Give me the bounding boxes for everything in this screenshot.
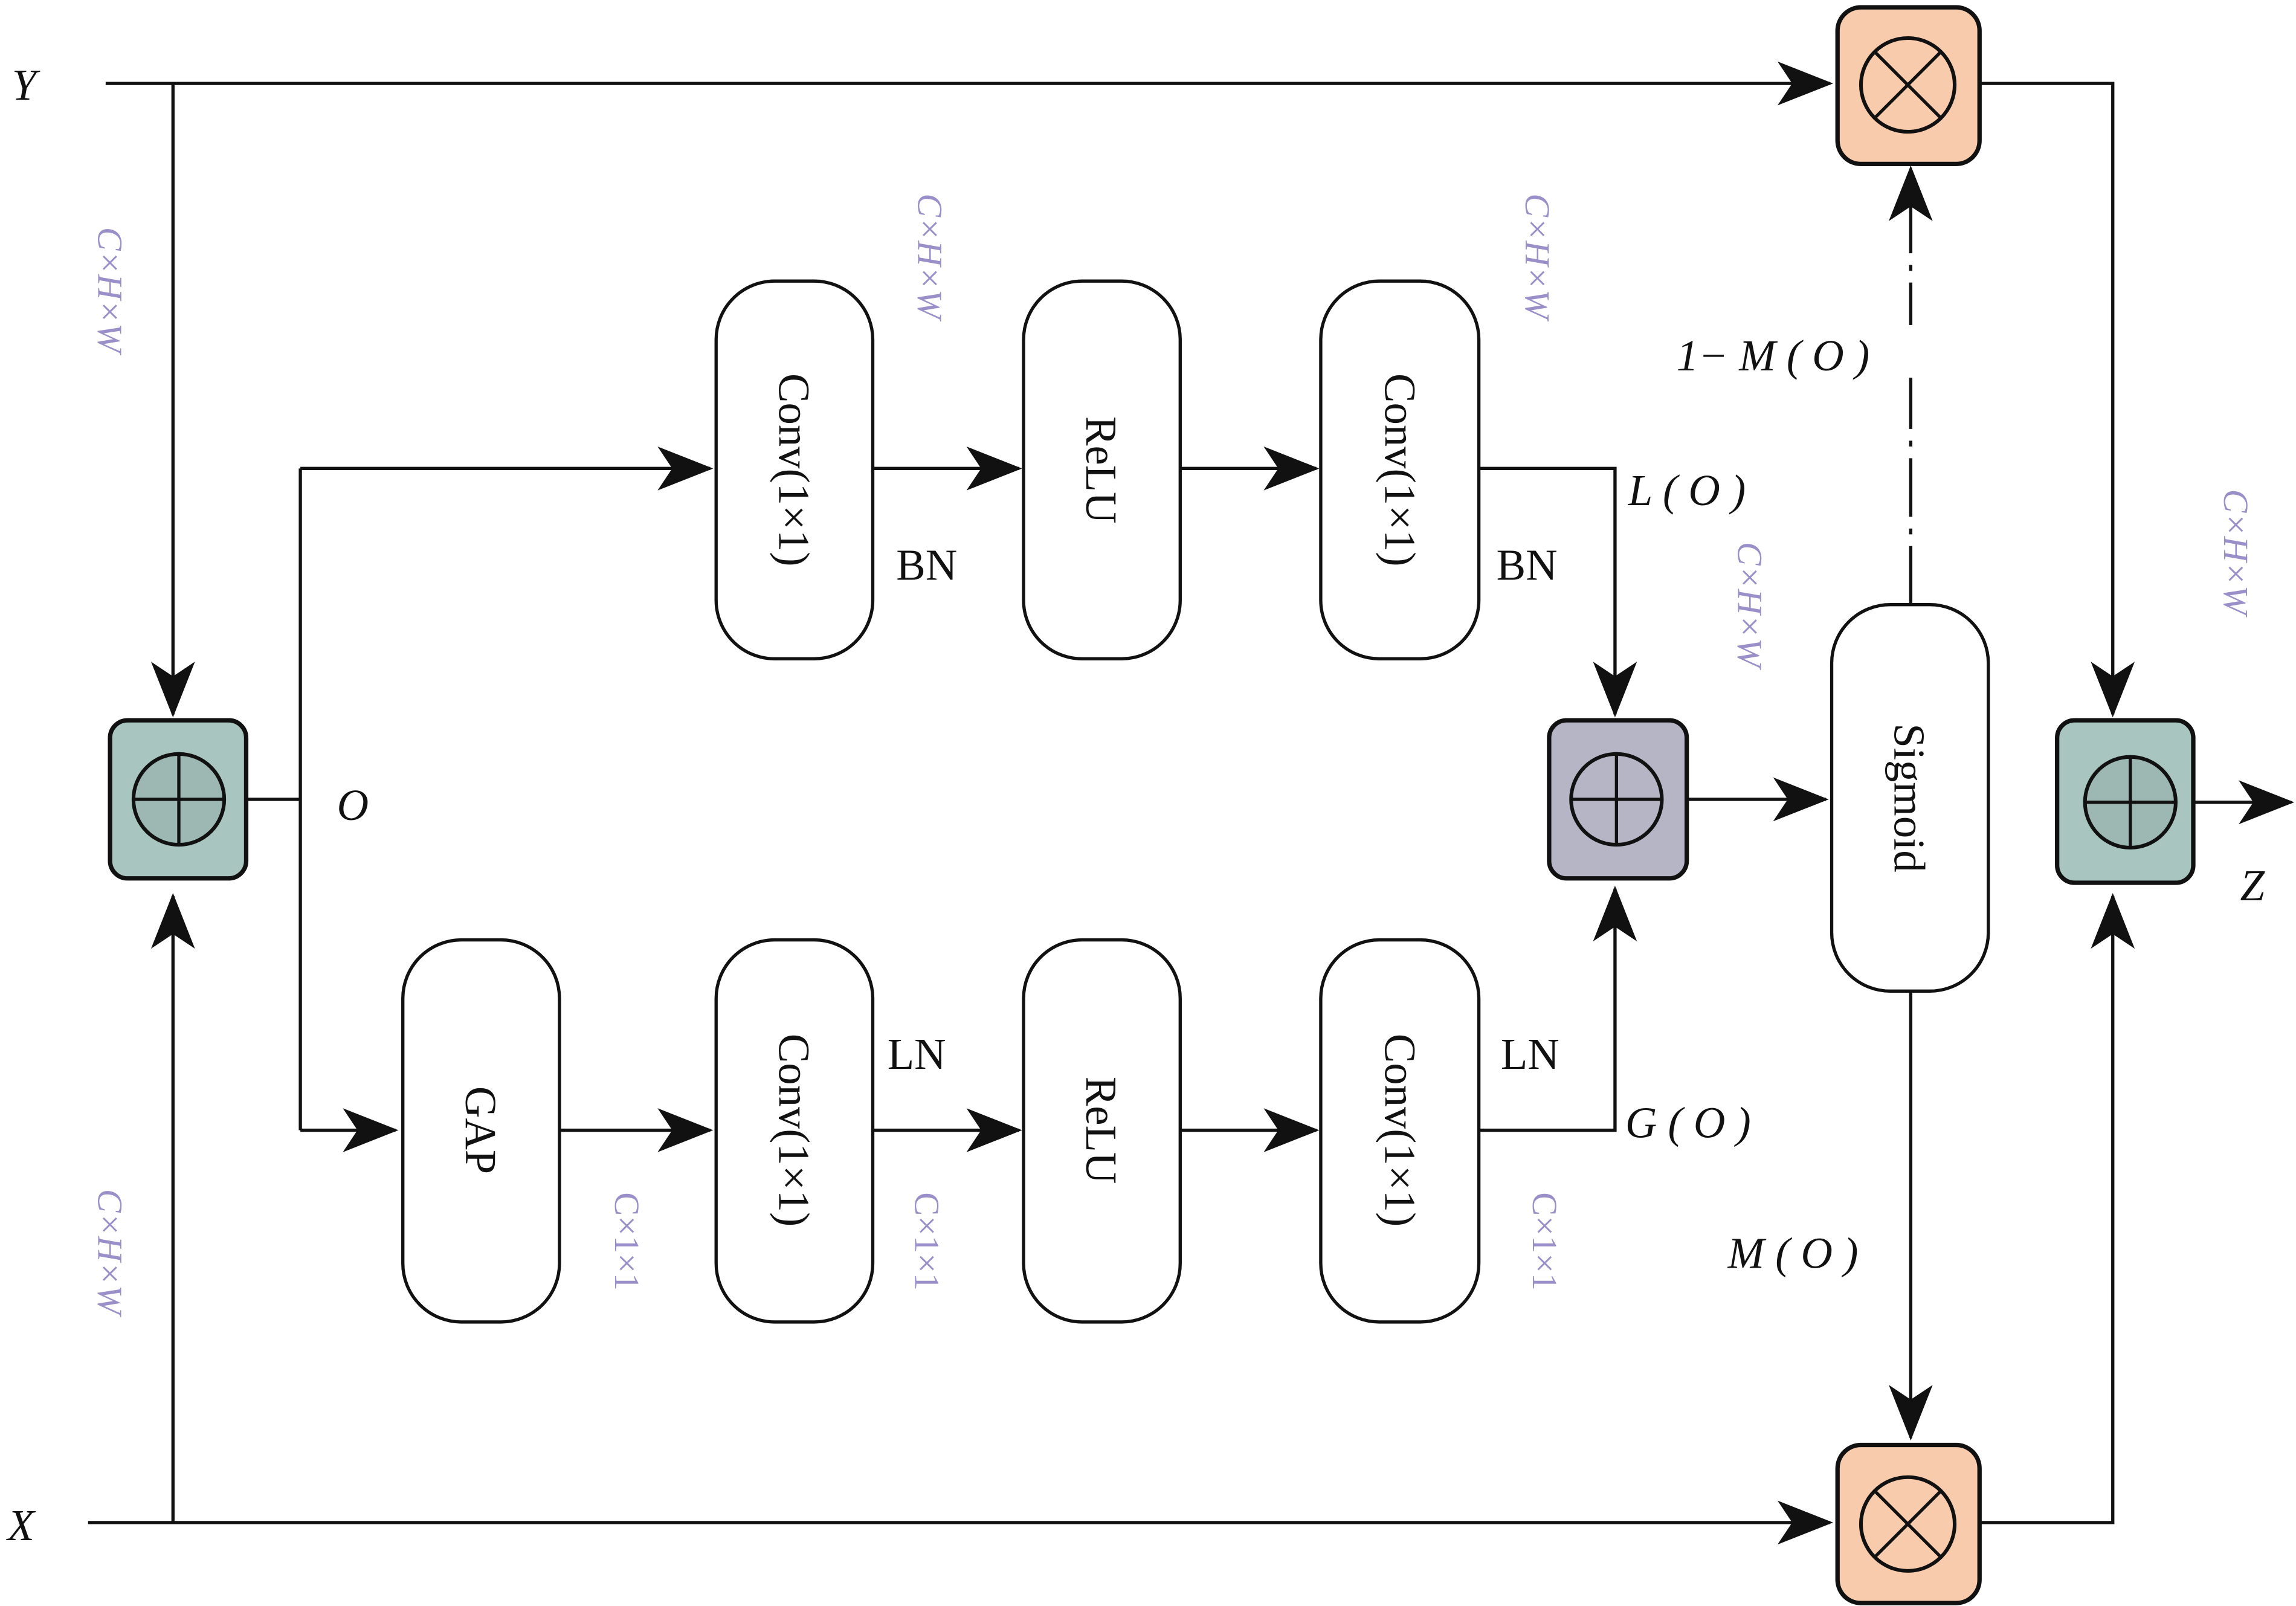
block-label: ReLU <box>1077 416 1126 524</box>
dim-label: C×H×W <box>911 193 950 321</box>
bottom-norm2-label: LN <box>1501 1030 1559 1079</box>
block-label: Conv(1×1) <box>769 1034 818 1227</box>
top-conv1-block: Conv(1×1) <box>714 279 875 661</box>
bottom-conv1-block: Conv(1×1) <box>714 938 875 1324</box>
top-relu-block: ReLU <box>1022 279 1182 661</box>
top-norm2-label: BN <box>1497 540 1558 589</box>
middle-add-node <box>1547 718 1689 881</box>
multiply-icon <box>1859 36 1957 134</box>
m-o-label: M ( O ) <box>1727 1228 1858 1277</box>
o-label: O <box>337 781 369 830</box>
dim-label: C×H×W <box>1518 193 1557 321</box>
sigmoid-block: Sigmoid <box>1830 603 1990 993</box>
dim-label: C×1×1 <box>607 1192 647 1290</box>
bottom-norm1-label: LN <box>888 1030 946 1079</box>
block-label: Conv(1×1) <box>1376 373 1425 567</box>
input-y-label: Y <box>12 60 40 109</box>
top-multiply-node <box>1835 5 1982 167</box>
multiply-icon <box>1859 1475 1957 1573</box>
block-label: Sigmoid <box>1885 723 1934 872</box>
dim-label: C×H×W <box>2216 489 2256 618</box>
top-conv2-block: Conv(1×1) <box>1319 279 1481 661</box>
block-label: GAP <box>456 1086 505 1174</box>
dim-label: C×1×1 <box>1525 1192 1564 1290</box>
bottom-conv2-block: Conv(1×1) <box>1319 938 1481 1324</box>
left-add-node <box>108 718 249 881</box>
block-label: ReLU <box>1077 1077 1126 1184</box>
g-o-label: G ( O ) <box>1625 1098 1751 1147</box>
one-minus-m-label: 1− M ( O ) <box>1677 331 1869 380</box>
l-o-label: L ( O ) <box>1628 466 1746 515</box>
block-label: Conv(1×1) <box>1376 1034 1425 1227</box>
output-z-label: Z <box>2240 861 2266 910</box>
bottom-relu-block: ReLU <box>1022 938 1182 1324</box>
gap-block: GAP <box>401 938 561 1324</box>
top-norm1-label: BN <box>896 540 957 589</box>
block-label: Conv(1×1) <box>769 373 818 567</box>
dim-label: C×H×W <box>91 1189 130 1317</box>
output-add-node <box>2055 718 2196 885</box>
input-x-label: X <box>6 1501 36 1550</box>
dim-label: C×1×1 <box>908 1192 947 1290</box>
dim-label: C×H×W <box>1730 542 1769 670</box>
bottom-multiply-node <box>1835 1442 1982 1605</box>
dim-label: C×H×W <box>91 227 130 355</box>
